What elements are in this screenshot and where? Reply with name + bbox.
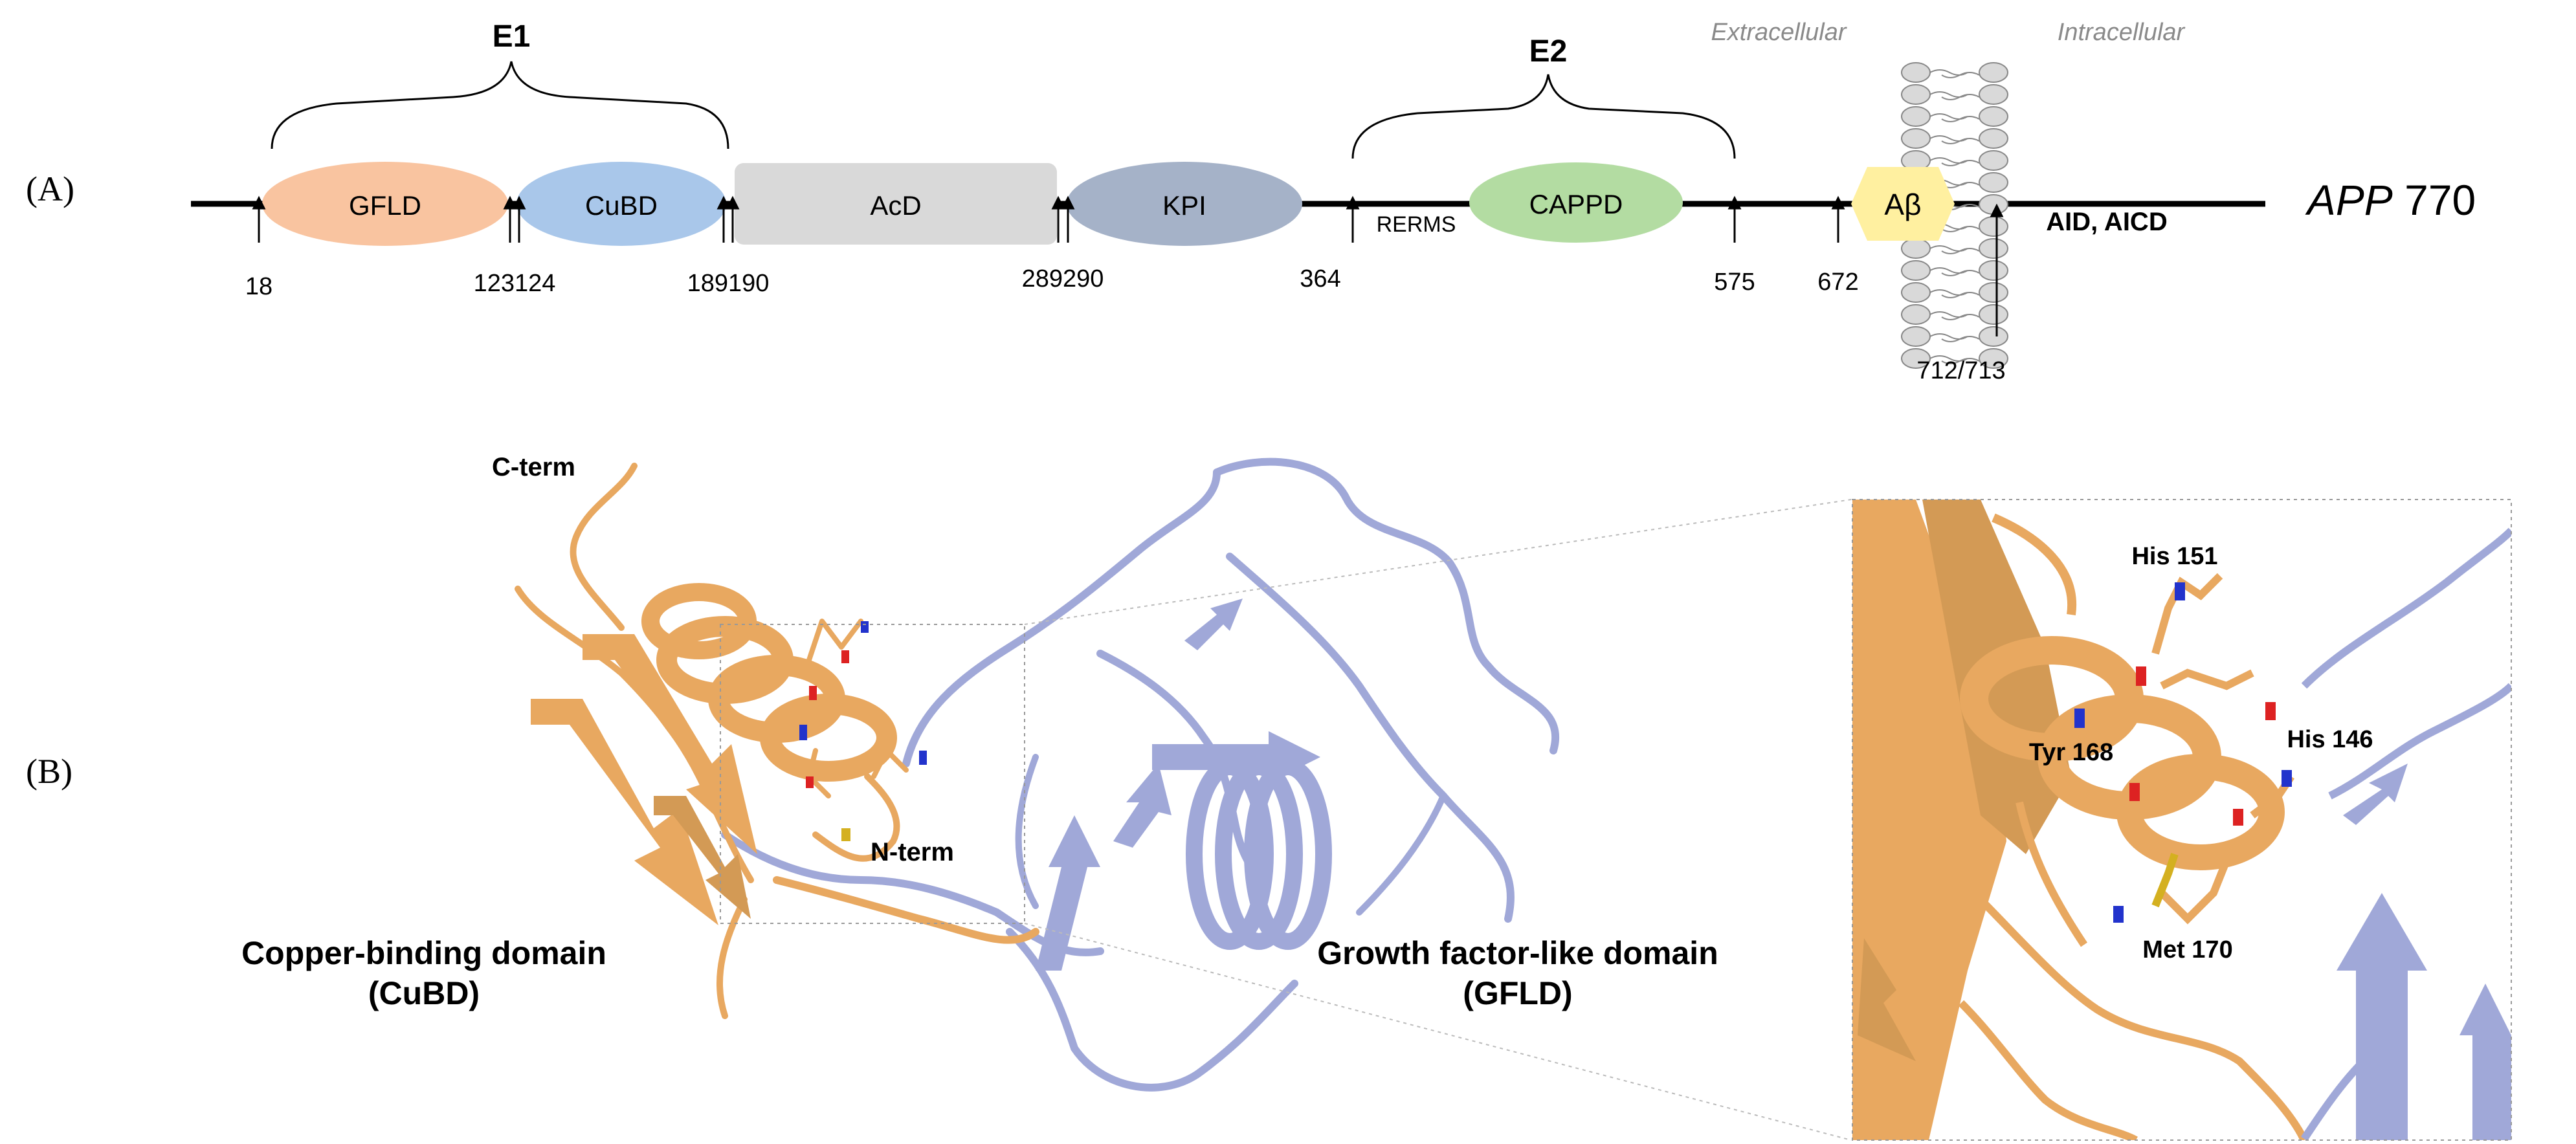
pos-189-190: 189190 — [687, 270, 770, 297]
panel-b-label: (B) — [26, 752, 72, 791]
position-labels: 18 123124 189190 289290 364 575 672 712/… — [245, 265, 2006, 384]
lipid-head — [1979, 84, 2008, 105]
aid-aicd-label: AID, AICD — [2046, 208, 2167, 236]
lipid-head — [1979, 304, 2008, 325]
lipid-head — [1901, 282, 1931, 303]
pos-712-713: 712/713 — [1916, 357, 2005, 384]
cleavage-arrows — [252, 195, 2004, 336]
cubd-ribbon-structure — [515, 463, 1039, 1019]
lipid-head — [1901, 84, 1931, 105]
lipid-tail — [1929, 135, 1980, 144]
lipid-tail — [1929, 91, 1980, 100]
lipid-head — [1979, 128, 2008, 149]
pos-672: 672 — [1817, 269, 1858, 296]
gfld-abbr-label: (GFLD) — [1463, 975, 1572, 1011]
lipid-tail — [1929, 157, 1980, 166]
pos-289-290: 289290 — [1022, 265, 1104, 292]
zoom-line-bottom — [1024, 923, 1852, 1141]
kpi-domain — [1067, 162, 1302, 246]
lipid-head — [1979, 260, 2008, 281]
zoom-line-top — [1024, 499, 1852, 625]
e2-label: E2 — [1529, 34, 1568, 69]
cubd-label: CuBD — [585, 190, 658, 221]
lipid-head — [1979, 326, 2008, 347]
app770-label: APP 770 — [2305, 176, 2476, 224]
lipid-head — [1901, 106, 1931, 127]
lipid-head — [1979, 282, 2008, 303]
pos-364: 364 — [1300, 265, 1340, 292]
lipid-tail — [1929, 289, 1980, 298]
cubd-name-label: Copper-binding domain — [241, 935, 606, 971]
lipid-head — [1979, 348, 2008, 369]
panel-a-label: (A) — [26, 170, 74, 208]
e2-bracket — [1351, 74, 1736, 159]
kpi-label: KPI — [1162, 190, 1206, 221]
lipid-head — [1901, 304, 1931, 325]
cubd-domain — [516, 162, 726, 246]
met170-label: Met 170 — [2142, 936, 2232, 963]
n-term-label: N-term — [871, 838, 954, 866]
pos-575: 575 — [1714, 269, 1755, 296]
pos-18: 18 — [245, 273, 272, 300]
lipid-head — [1979, 150, 2008, 171]
zoom-region-box — [720, 624, 1025, 924]
intracellular-label: Intracellular — [2058, 19, 2186, 46]
acd-domain — [735, 163, 1057, 245]
rerms-label: RERMS — [1377, 212, 1456, 237]
his146-label: His 146 — [2287, 726, 2373, 753]
panel-b: (B) — [26, 453, 2512, 1141]
lipid-head — [1901, 238, 1931, 259]
pos-123-124: 123124 — [474, 270, 556, 297]
cubd-abbr-label: (CuBD) — [368, 975, 480, 1011]
lipid-head — [1979, 216, 2008, 237]
lipid-head — [1979, 62, 2008, 83]
lipid-head — [1901, 128, 1931, 149]
lipid-tail — [1929, 355, 1980, 364]
his151-label: His 151 — [2131, 543, 2217, 570]
panel-a: (A) E1 E2 Extracellular Intracellular GF… — [26, 19, 2476, 384]
cappd-label: CAPPD — [1529, 189, 1623, 219]
gfld-ribbon-structure — [721, 457, 1559, 1092]
gfld-domain — [262, 162, 508, 246]
e1-label: E1 — [493, 19, 531, 54]
zoom-inset: His 151 His 146 Tyr 168 Met 170 — [1852, 499, 2512, 1141]
lipid-tail — [1929, 311, 1980, 320]
c-term-label: C-term — [492, 453, 575, 481]
abeta-label: Aβ — [1884, 188, 1921, 221]
gfld-name-label: Growth factor-like domain — [1317, 935, 1718, 971]
lipid-head — [1979, 172, 2008, 193]
abeta-domain — [1851, 167, 1955, 241]
lipid-tail — [1929, 267, 1980, 276]
lipid-head — [1901, 62, 1931, 83]
lipid-head — [1901, 326, 1931, 347]
lipid-head — [1979, 238, 2008, 259]
tyr168-label: Tyr 168 — [2029, 739, 2113, 766]
gfld-label: GFLD — [349, 190, 421, 221]
lipid-tail — [1929, 245, 1980, 254]
lipid-tail — [1929, 113, 1980, 122]
cappd-domain — [1469, 162, 1683, 243]
lipid-head — [1901, 260, 1931, 281]
extracellular-label: Extracellular — [1711, 19, 1847, 46]
cubd-atoms — [799, 621, 927, 841]
acd-label: AcD — [870, 190, 921, 221]
lipid-head — [1979, 106, 2008, 127]
lipid-tail — [1929, 333, 1980, 342]
lipid-tail — [1929, 69, 1980, 78]
e1-bracket — [271, 61, 729, 149]
